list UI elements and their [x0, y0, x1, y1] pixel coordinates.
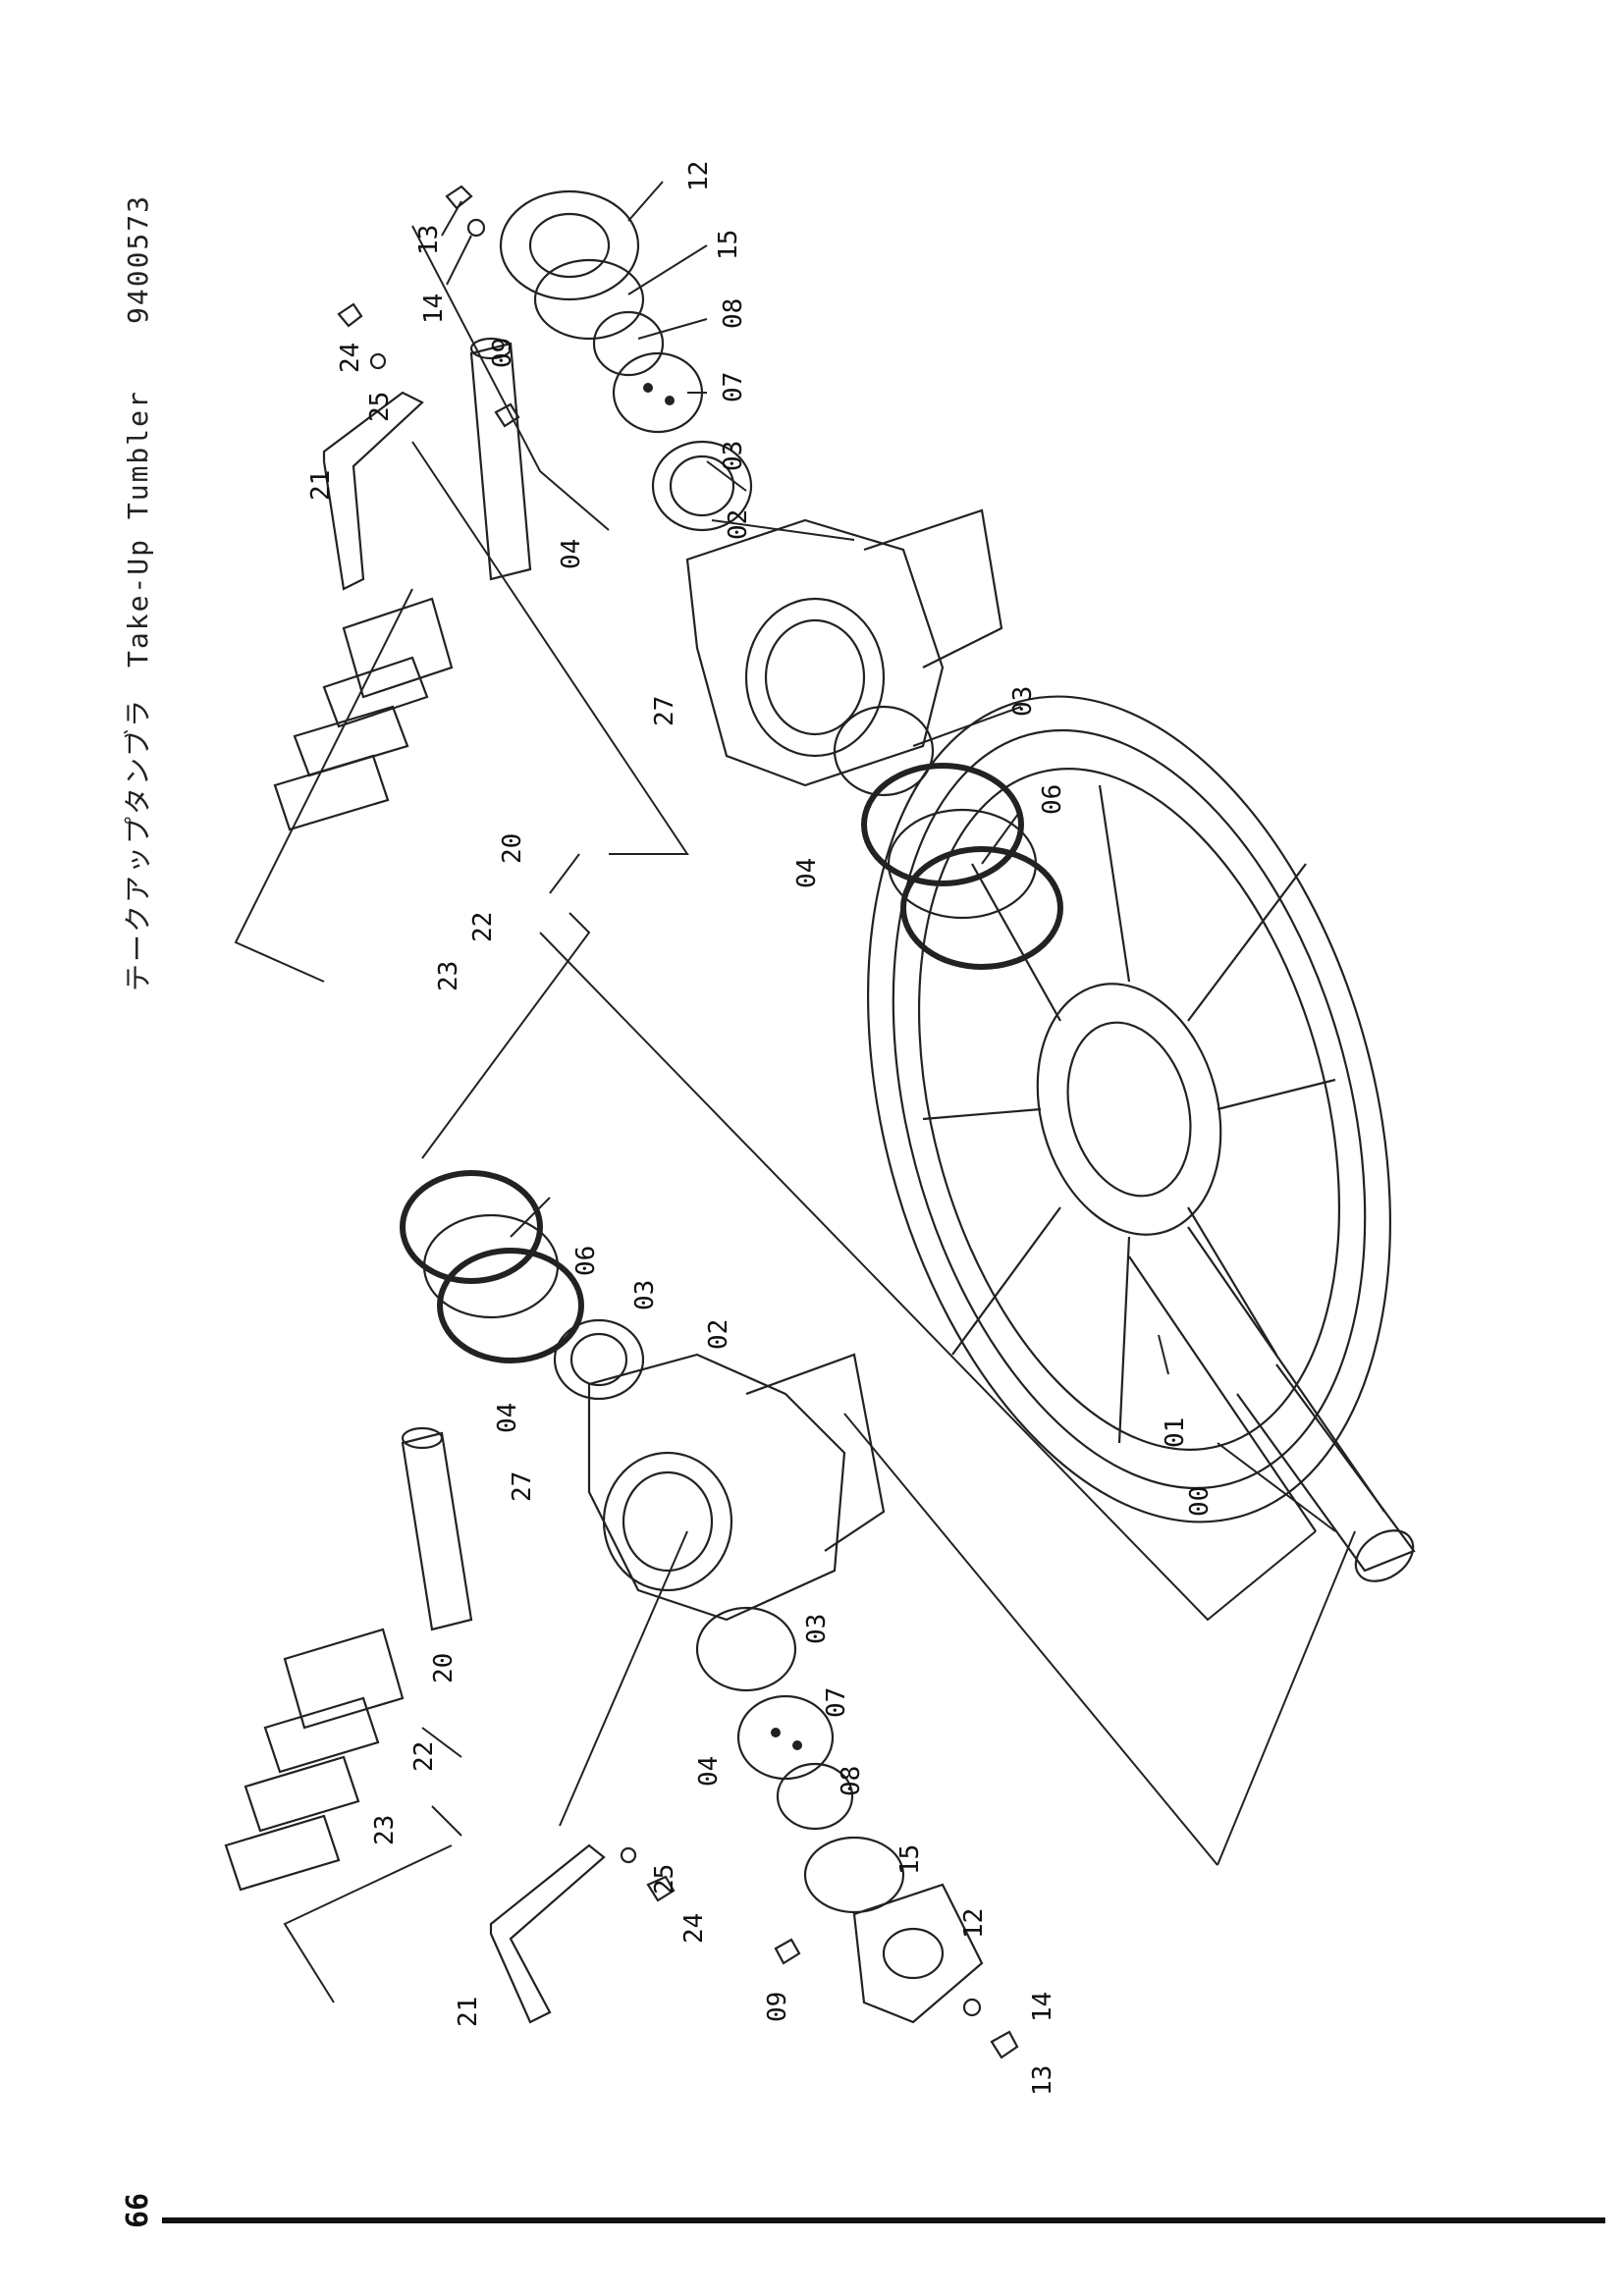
- label-04-lower-b: 04: [694, 1756, 724, 1787]
- label-09-upper: 09: [488, 338, 517, 368]
- label-02-lower: 02: [704, 1319, 733, 1350]
- label-06-lower: 06: [571, 1246, 601, 1276]
- label-24-upper: 24: [336, 343, 365, 373]
- label-09-lower: 09: [763, 1992, 792, 2022]
- label-03-lower-a: 03: [630, 1280, 660, 1310]
- label-03-upper-a: 03: [719, 441, 748, 471]
- leader-lines: [421, 181, 1336, 1837]
- label-04-lower-a: 04: [493, 1403, 522, 1433]
- label-22-upper: 22: [468, 912, 498, 942]
- label-02-upper: 02: [724, 509, 753, 540]
- label-06-upper: 06: [1038, 784, 1067, 815]
- title-japanese: テークアップタンブラ: [122, 698, 154, 991]
- bracket-assembly-lower: [224, 1170, 1019, 2059]
- label-23-upper: 23: [434, 961, 463, 991]
- label-03-lower-b: 03: [802, 1614, 832, 1644]
- label-14-lower: 14: [1028, 1992, 1057, 2022]
- label-13-upper: 13: [414, 225, 444, 255]
- label-00: 00: [1185, 1486, 1215, 1517]
- label-13-lower: 13: [1028, 2065, 1057, 2096]
- label-03-upper-b: 03: [1008, 686, 1038, 717]
- diagram-header: テークアップタンブラ Take-Up Tumbler 9400573: [122, 194, 154, 991]
- label-07-upper: 07: [719, 372, 748, 402]
- label-27-upper: 27: [650, 696, 679, 726]
- page-footer: 66: [121, 2193, 1605, 2228]
- label-12-upper: 12: [684, 161, 714, 191]
- title-english: Take-Up Tumbler: [122, 390, 154, 667]
- bracket-assembly-upper: [273, 185, 1063, 970]
- label-01: 01: [1161, 1417, 1190, 1448]
- label-22-lower: 22: [409, 1741, 439, 1772]
- page-number: 66: [121, 2193, 155, 2228]
- assembly-guide-lines: [234, 225, 1356, 2003]
- label-25-upper: 25: [365, 392, 395, 422]
- label-12-lower: 12: [959, 1908, 989, 1939]
- label-27-lower: 27: [508, 1471, 537, 1502]
- label-14-upper: 14: [419, 294, 449, 324]
- idler-wheel: [867, 695, 1416, 1582]
- label-07-lower: 07: [822, 1687, 851, 1718]
- part-labels: 13 14 12 15 08 07 03 02 09 04 24 25 21 2…: [306, 161, 1215, 2096]
- label-15-upper: 15: [714, 230, 743, 260]
- label-24-lower: 24: [679, 1913, 709, 1944]
- label-20-upper: 20: [498, 833, 527, 864]
- label-08-upper: 08: [719, 298, 748, 329]
- label-04-upper-b: 04: [792, 858, 822, 888]
- label-23-lower: 23: [370, 1815, 400, 1845]
- label-20-lower: 20: [429, 1653, 459, 1683]
- label-25-lower: 25: [650, 1864, 679, 1895]
- drawing-number: 9400573: [122, 194, 154, 324]
- label-21-lower: 21: [454, 1997, 483, 2027]
- label-15-lower: 15: [895, 1844, 925, 1875]
- label-21-upper: 21: [306, 470, 336, 501]
- label-04-upper-a: 04: [557, 539, 586, 569]
- label-08-lower: 08: [837, 1766, 866, 1796]
